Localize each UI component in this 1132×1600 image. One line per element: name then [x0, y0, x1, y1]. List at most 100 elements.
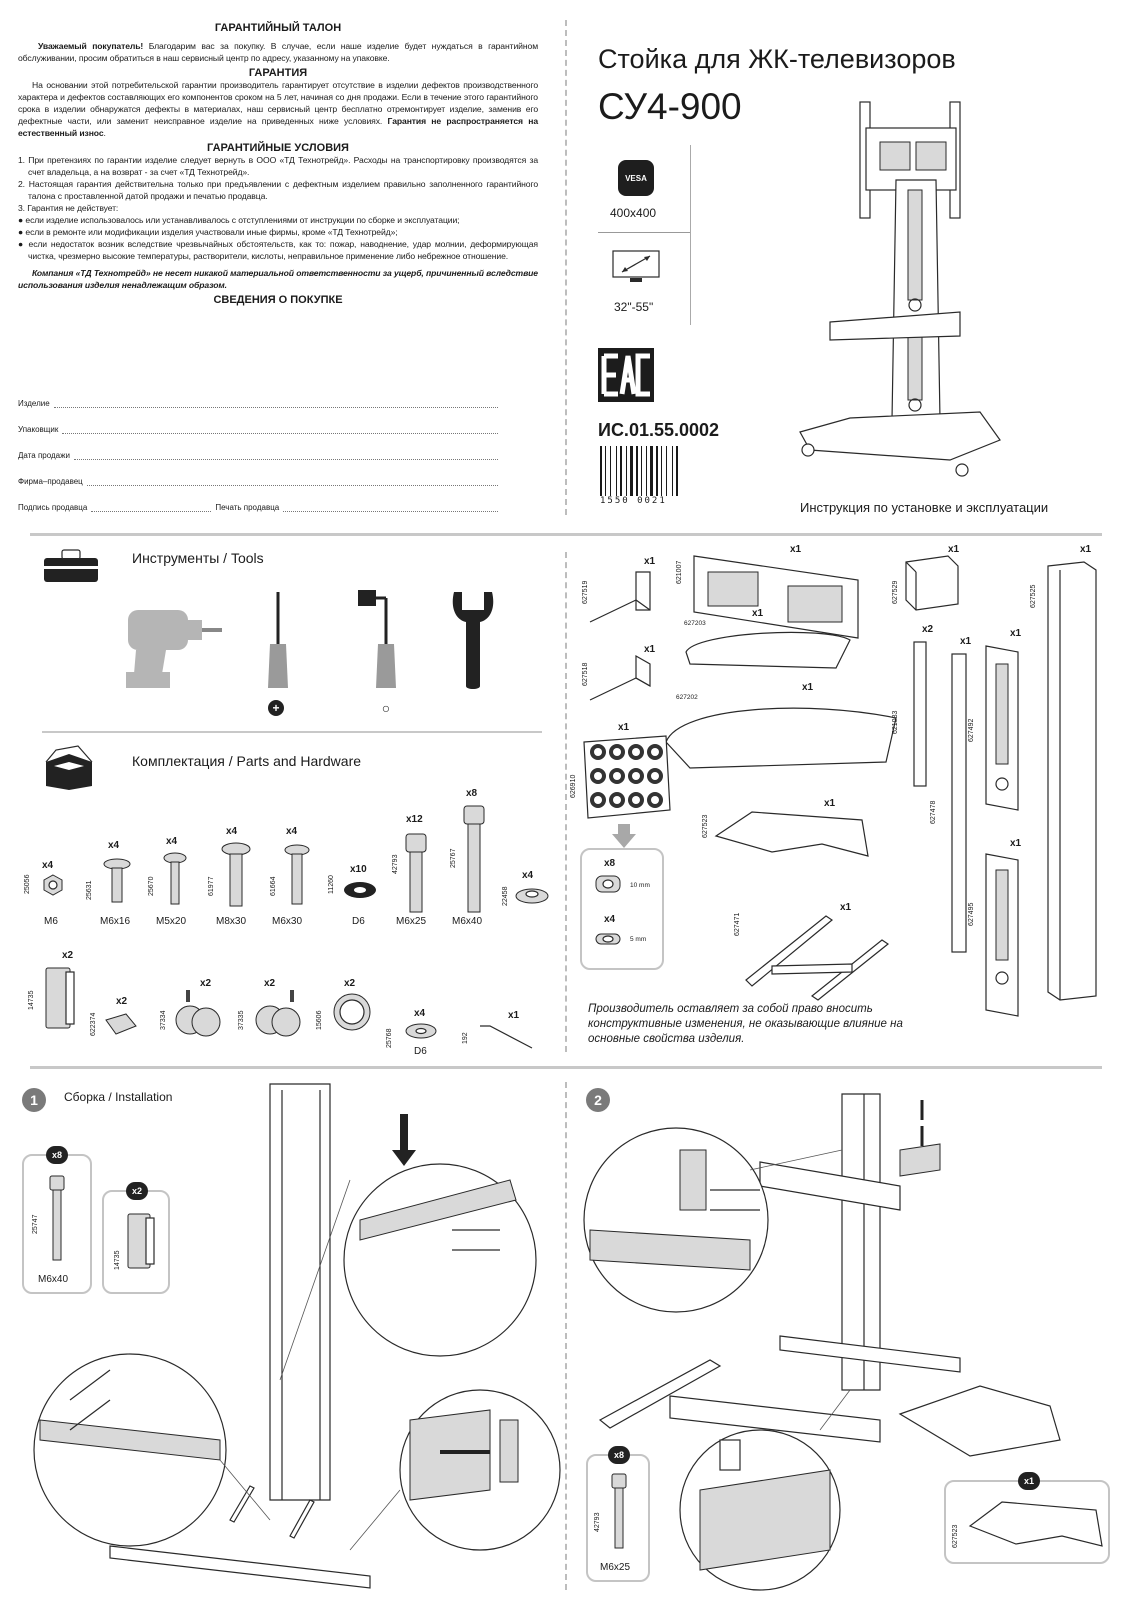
condition-1: 1. При претензиях по гарантии изделие сл… — [18, 155, 538, 177]
step-1-title: Сборка / Installation — [64, 1090, 173, 1104]
frame-627471 — [745, 915, 890, 1001]
part-qty: x8 — [466, 788, 478, 799]
part-qty: x4 — [226, 826, 238, 837]
part-code: 626910 — [570, 774, 577, 798]
part-code: 37335 — [238, 1010, 245, 1030]
bracket-627519 — [589, 571, 651, 623]
toolbox-icon — [42, 548, 100, 584]
hw-nut-m6: 25056 x4 M6 — [22, 860, 82, 930]
shelf-627202 — [665, 707, 897, 769]
part-code: 627523 — [702, 814, 709, 838]
hw-end-cap: 14735 x2 — [28, 950, 88, 1036]
divider-line — [598, 232, 690, 233]
qty-badge: x8 — [608, 1446, 630, 1464]
field-packer[interactable]: Упаковщик — [18, 408, 498, 434]
section-divider — [42, 731, 542, 733]
field-seller[interactable]: Фирма–продавец — [18, 460, 498, 486]
part-code: 42793 — [392, 854, 399, 874]
step-1-illustration — [20, 1080, 561, 1590]
part-label: M6 — [44, 916, 58, 927]
part-code: 14735 — [28, 990, 35, 1010]
hw-washer-d6-large: 25768 x4 D6 — [386, 1008, 446, 1064]
part-label: M6x40 — [38, 1274, 69, 1285]
phillips-mark: + — [268, 700, 284, 716]
part-code: 192 — [462, 1032, 469, 1044]
screen-size-icon — [612, 250, 662, 284]
field-signature[interactable]: Подпись продавца Печать продавца — [18, 486, 498, 512]
barcode-digits: 1550 0021 — [600, 496, 667, 506]
part-qty: x1 — [824, 798, 836, 809]
step-1-badge: 1 — [22, 1088, 46, 1112]
stand-illustration — [790, 100, 1020, 490]
spacer-qty: x4 — [604, 914, 616, 925]
part-qty: x1 — [1080, 544, 1092, 555]
spacer-qty: x8 — [604, 858, 616, 869]
part-code: 22458 — [502, 886, 509, 906]
hw-cup-washer: 22458 x4 — [502, 870, 558, 920]
part-code: 627203 — [684, 620, 706, 627]
section-divider — [30, 533, 1102, 536]
spacer-panel-626910 — [583, 735, 671, 819]
part-qty: x1 — [948, 544, 960, 555]
divider-line — [690, 145, 691, 325]
part-qty: x1 — [802, 682, 814, 693]
step-2-badge: 2 — [586, 1088, 610, 1112]
vesa-icon: VESA — [618, 160, 654, 196]
part-qty: x2 — [62, 950, 74, 961]
step-2-bolt-box: x8 42793 M6x25 — [586, 1446, 650, 1582]
qty-badge: x1 — [1018, 1472, 1040, 1490]
part-qty: x2 — [200, 978, 212, 989]
tools-title: Инструменты / Tools — [132, 550, 264, 566]
part-qty: x4 — [42, 860, 54, 871]
drill-icon — [120, 602, 230, 692]
box-icon — [42, 744, 96, 790]
part-qty: x10 — [350, 864, 367, 875]
hw-washer-d6: 11260 x10 D6 — [326, 864, 388, 930]
part-code: 25767 — [450, 848, 457, 868]
part-label: D6 — [414, 1046, 427, 1057]
part-label: M6x16 — [100, 916, 131, 927]
parts-section: 627519 x1 621007 x1 627203 x1 627518 x1 … — [570, 544, 1106, 1048]
part-qty: x1 — [1010, 838, 1022, 849]
part-label: M5x20 — [156, 916, 187, 927]
field-sale-date[interactable]: Дата продажи — [18, 434, 498, 460]
cover-627495 — [985, 853, 1019, 1017]
part-qty: x2 — [264, 978, 276, 989]
fold-line-bottom — [565, 1082, 567, 1590]
part-code: 11260 — [328, 875, 335, 894]
step-2-illustration — [580, 1090, 1100, 1591]
part-qty: x4 — [108, 840, 120, 851]
warranty-greeting: Уважаемый покупатель! Благодарим вас за … — [18, 41, 539, 63]
hw-caster-2: 37335 x2 — [238, 978, 308, 1044]
part-code: 627471 — [734, 912, 741, 936]
cover-627492 — [985, 645, 1019, 811]
product-title: Стойка для ЖК-телевизоров — [598, 44, 956, 74]
guarantee-title: ГАРАНТИЯ — [248, 67, 308, 79]
part-qty: x1 — [752, 608, 764, 619]
part-code: 627495 — [968, 902, 975, 926]
bullet-2: ● если в ремонте или модификации изделия… — [18, 227, 398, 237]
part-code: 627492 — [968, 718, 975, 742]
phillips-screwdriver-icon — [266, 592, 290, 692]
warranty-title: ГАРАНТИЙНЫЙ ТАЛОН — [214, 22, 342, 34]
part-qty: x1 — [644, 644, 656, 655]
part-label: M6x25 — [396, 916, 427, 927]
part-code: 15606 — [316, 1010, 323, 1030]
part-code: 627478 — [930, 800, 937, 824]
part-code: 627523 — [952, 1524, 959, 1548]
hw-bolt-m6x30: 61664 x4 M6x30 — [268, 826, 328, 930]
hw-bolt-m6x16: 25631 x4 M6x16 — [84, 840, 140, 930]
hw-bolt-m6x25: 42793 x12 M6x25 — [390, 814, 446, 930]
part-label: M8x30 — [216, 916, 247, 927]
fold-line-top — [565, 20, 567, 515]
part-code: 25631 — [86, 880, 93, 900]
part-code: 25670 — [148, 876, 155, 896]
disclaimer: Компания «ТД Технотрейд» не несет никако… — [18, 268, 538, 290]
part-code: 25056 — [24, 874, 31, 894]
purchase-fields: Изделие Упаковщик Дата продажи Фирма–про… — [18, 382, 498, 512]
qty-badge: x2 — [126, 1182, 148, 1200]
eac-mark — [598, 348, 654, 402]
field-product[interactable]: Изделие — [18, 382, 498, 408]
part-code: 37334 — [160, 1010, 167, 1030]
condition-3: 3. Гарантия не действует: — [18, 203, 119, 213]
